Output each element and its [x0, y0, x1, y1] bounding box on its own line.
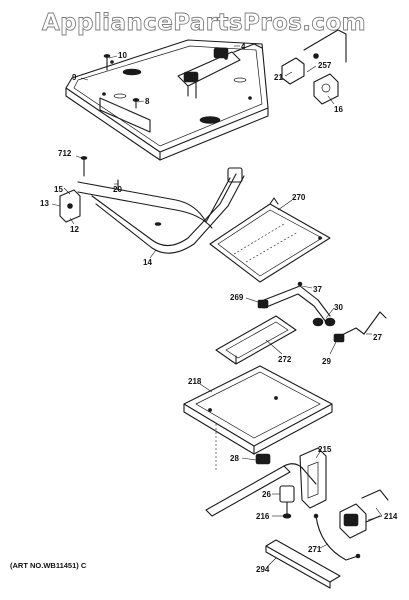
callout-26: 26 [262, 490, 271, 499]
callout-12: 12 [70, 225, 79, 234]
callout-10: 10 [118, 51, 127, 60]
screw-part-10 [103, 54, 111, 71]
callout-218: 218 [188, 377, 202, 386]
callout-8: 8 [145, 97, 150, 106]
callout-269: 269 [230, 293, 244, 302]
callout-14: 14 [143, 258, 152, 267]
callout-271: 271 [308, 545, 322, 554]
callout-labels: 4 10 9 8 257 21 16 712 20 15 13 12 14 27… [40, 42, 398, 574]
screw-part-8 [132, 98, 140, 109]
callout-37: 37 [313, 285, 322, 294]
igniter-part-26 [279, 485, 295, 519]
broil-burner-part-30 [257, 281, 336, 327]
heat-shield-part-270 [209, 197, 331, 283]
callout-712: 712 [58, 149, 72, 158]
igniter-part-29 [333, 311, 387, 343]
oven-bottom-part-218 [183, 365, 333, 470]
callout-28: 28 [230, 454, 239, 463]
baffle-part-272 [215, 315, 297, 365]
callout-9: 9 [72, 73, 77, 82]
callout-13: 13 [40, 199, 49, 208]
callout-214: 214 [384, 512, 398, 521]
burner-tube-part-14 [77, 167, 245, 254]
tube-part-271 [313, 513, 361, 561]
bake-burner-part-215 [205, 447, 327, 517]
leader-lines [51, 45, 383, 567]
callout-4: 4 [241, 42, 246, 51]
callout-27: 27 [373, 333, 382, 342]
callout-30: 30 [334, 303, 343, 312]
callout-294: 294 [256, 565, 270, 574]
callout-215: 215 [318, 445, 332, 454]
callout-29: 29 [322, 357, 331, 366]
bracket-part-294 [265, 539, 341, 589]
callout-16: 16 [334, 105, 343, 114]
callout-272: 272 [278, 355, 292, 364]
callout-216: 216 [256, 512, 270, 521]
callout-21: 21 [274, 73, 283, 82]
bracket-part-16 [281, 29, 347, 105]
valve-assembly [177, 43, 263, 99]
callout-257: 257 [318, 61, 332, 70]
callout-20: 20 [113, 185, 122, 194]
watermark-logo: AppliancePartsPros.com [42, 10, 366, 36]
orifice-bracket-part-12 [59, 156, 119, 223]
callout-15: 15 [54, 185, 63, 194]
art-number: (ART NO.WB11451) C [10, 561, 87, 570]
callout-270: 270 [292, 193, 306, 202]
